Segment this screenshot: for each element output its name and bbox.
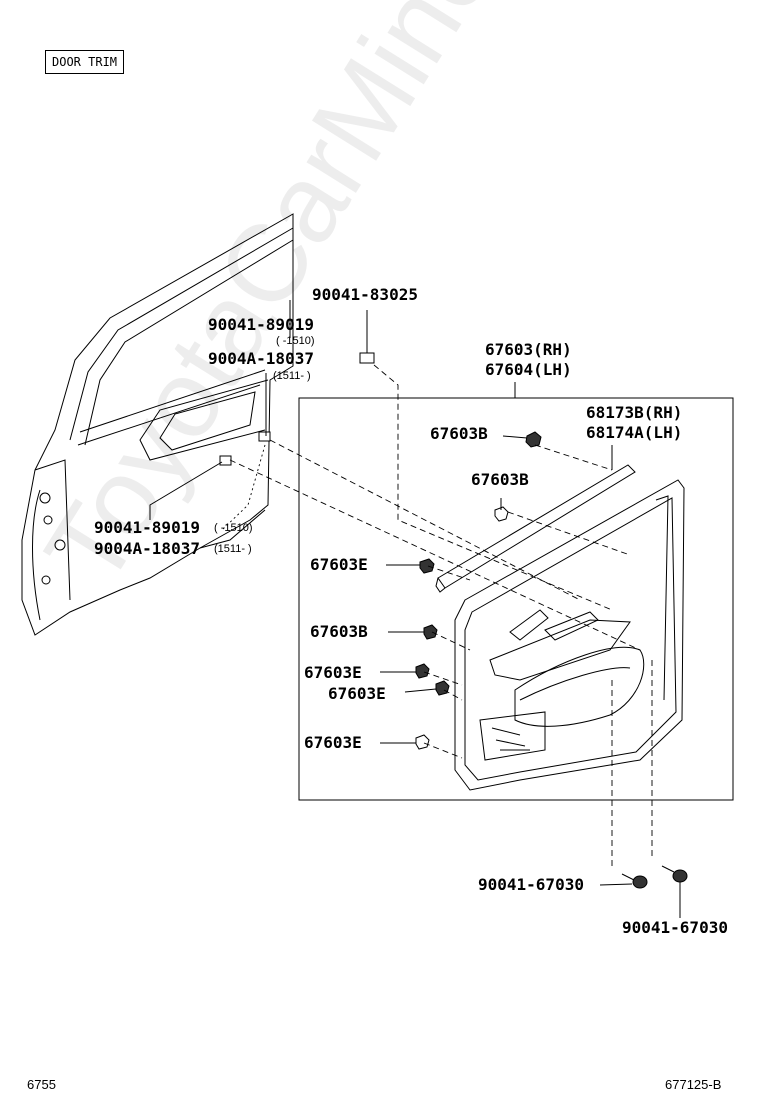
label-clip-67603e-2: 67603E xyxy=(304,663,362,682)
clip-b2-shape xyxy=(494,506,509,522)
door-trim-panel-drawing xyxy=(454,479,685,791)
label-clip-67603b-2: 67603B xyxy=(471,470,529,489)
section-label: DOOR TRIM xyxy=(45,50,125,74)
label-9004a-18037-b: 9004A-18037 xyxy=(94,539,200,558)
label-68173b-rh: 68173B(RH) xyxy=(586,403,683,422)
clip-e3-shape xyxy=(435,680,450,696)
clip-b1-shape xyxy=(525,431,542,448)
door-frame-drawing xyxy=(21,213,294,636)
page-number: 6755 xyxy=(27,1077,56,1092)
weatherstrip-shape xyxy=(437,464,636,589)
label-clip-67603b-1: 67603B xyxy=(430,424,488,443)
trim-assembly-box xyxy=(298,397,734,801)
label-clip-67603b-3: 67603B xyxy=(310,622,368,641)
label-9004a-18037-a: 9004A-18037 xyxy=(208,349,314,368)
label-screw-90041-67030-left: 90041-67030 xyxy=(478,875,584,894)
clip-83025-shape xyxy=(359,352,375,364)
screw-left-shape xyxy=(621,873,648,889)
clip-b3-shape xyxy=(423,624,438,640)
screw-right-shape xyxy=(661,865,688,883)
label-clip-67603e-3: 67603E xyxy=(328,684,386,703)
label-clip-67603e-4: 67603E xyxy=(304,733,362,752)
clip-e2-shape xyxy=(415,663,430,679)
label-90041-83025: 90041-83025 xyxy=(312,285,418,304)
clip-e1-shape xyxy=(419,558,435,574)
label-clip-67603e-1: 67603E xyxy=(310,555,368,574)
label-90041-89019-a: 90041-89019 xyxy=(208,315,314,334)
frame-clip-lower xyxy=(219,455,232,466)
label-screw-90041-67030-right: 90041-67030 xyxy=(622,918,728,937)
clip-e4-shape xyxy=(415,734,430,750)
label-89019-a-range: ( -1510) xyxy=(276,335,315,347)
label-18037-a-range: (1511- ) xyxy=(273,370,311,382)
label-67604-lh: 67604(LH) xyxy=(485,360,572,379)
label-90041-89019-b: 90041-89019 xyxy=(94,518,200,537)
diagram-code: 677125-B xyxy=(665,1077,722,1092)
label-67603-rh: 67603(RH) xyxy=(485,340,572,359)
label-68174a-lh: 68174A(LH) xyxy=(586,423,683,442)
frame-clip-upper xyxy=(258,431,271,442)
label-18037-b-range: (1511- ) xyxy=(214,543,252,555)
label-89019-b-range: ( -1510) xyxy=(214,522,253,534)
